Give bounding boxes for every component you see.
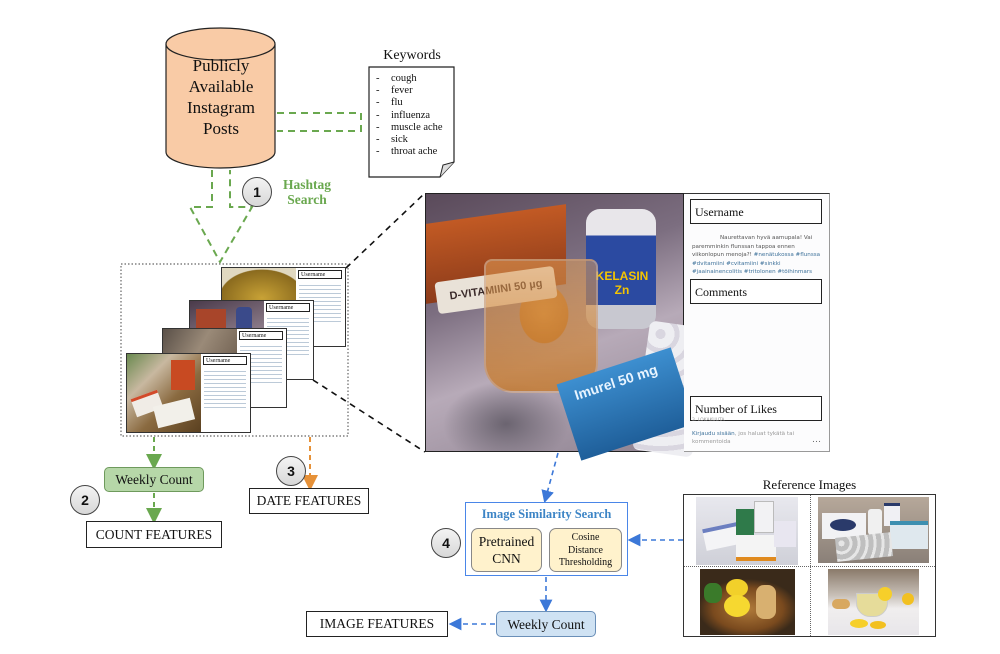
reference-grid-vertical-divider	[810, 495, 811, 636]
post-card-username: Username	[266, 303, 310, 312]
post-sidebar: Username Naurettavan hyvä aamupala! Vai …	[684, 193, 830, 452]
post-card-username: Username	[298, 270, 342, 279]
keyword-item: influenza	[376, 110, 443, 122]
reference-images-grid	[683, 494, 936, 637]
keyword-item: flu	[376, 97, 443, 109]
reference-image-lemons-ginger	[700, 569, 795, 635]
hashtag-line: Hashtag	[282, 177, 331, 192]
photo-jar-label: KELASIN Zn	[595, 269, 649, 297]
cosine-line: Thresholding	[558, 557, 613, 568]
source-line: Instagram	[187, 98, 255, 117]
post-card-caption	[204, 369, 246, 409]
image-features-box: IMAGE FEATURES	[306, 611, 448, 637]
keyword-item: sick	[376, 134, 443, 146]
reference-images-title: Reference Images	[762, 477, 857, 492]
source-line: Posts	[203, 119, 239, 138]
date-features-box: DATE FEATURES	[249, 488, 369, 514]
weekly-count-image-node: Weekly Count	[496, 611, 596, 637]
caption-text: Naurettavan hyvä aamupala! Vai paremmink…	[692, 235, 813, 258]
cosine-threshold-cell: Cosine Distance Thresholding	[549, 528, 622, 572]
cosine-line: Distance	[568, 544, 603, 556]
step-4-badge: 4	[431, 528, 461, 558]
username-field: Username	[690, 199, 822, 224]
post-card[interactable]: Username	[126, 353, 251, 433]
image-similarity-search-title: Image Similarity Search	[481, 507, 612, 521]
login-link[interactable]: Kirjaudu sisään	[692, 431, 735, 437]
keyword-item: cough	[376, 73, 443, 85]
post-caption: Naurettavan hyvä aamupala! Vai paremmink…	[692, 234, 824, 277]
source-line: Publicly	[192, 56, 250, 75]
reference-image-medicine-boxes	[696, 497, 798, 565]
weekly-count-node: Weekly Count	[104, 467, 204, 492]
cnn-line: Pretrained	[478, 534, 535, 549]
step-2-badge: 2	[70, 485, 100, 515]
step-3-badge: 3	[276, 456, 306, 486]
count-features-box: COUNT FEATURES	[86, 521, 222, 548]
post-photo: D-VITAMIINI 50 µg KELASIN Zn Imurel 50 m…	[425, 193, 710, 461]
keywords-title: Keywords	[383, 48, 441, 63]
keywords-list: cough fever flu influenza muscle ache si…	[376, 73, 443, 158]
keywords-link	[277, 112, 362, 132]
source-database-label: Publicly Available Instagram Posts	[166, 55, 276, 139]
zoom-line-top	[345, 192, 426, 269]
caption-hashtags[interactable]: #nenätukossa #flunssa #dvitamiini #cvita…	[692, 252, 821, 275]
image-similarity-search-box: Image Similarity Search Pretrained CNN C…	[465, 502, 628, 576]
hashtag-search-arrow	[188, 170, 254, 265]
post-card-username: Username	[203, 356, 247, 365]
arrow-to-image-search	[541, 452, 559, 504]
step-1-badge: 1	[242, 177, 272, 207]
keyword-item: throat ache	[376, 146, 443, 158]
comments-field: Comments	[690, 279, 822, 304]
cosine-line: Cosine	[571, 532, 600, 543]
pretrained-cnn-cell: Pretrained CNN	[471, 528, 542, 572]
keyword-item: muscle ache	[376, 122, 443, 134]
reference-grid-horizontal-divider	[684, 566, 935, 567]
source-line: Available	[188, 77, 254, 96]
hashtag-line: Search	[287, 192, 327, 207]
photo-glass	[484, 259, 598, 393]
keyword-item: fever	[376, 85, 443, 97]
post-card-username: Username	[239, 331, 283, 340]
login-prompt: Kirjaudu sisään, jos haluat tykätä tai k…	[692, 430, 810, 446]
post-date: 3. LOKAKUUTA	[692, 418, 725, 423]
hashtag-search-label: Hashtag Search	[276, 177, 338, 207]
zoom-line-bottom	[312, 379, 426, 453]
likes-field: Number of Likes	[690, 396, 822, 421]
more-options-icon[interactable]: …	[812, 434, 821, 444]
reference-image-lemon-tea	[828, 569, 919, 635]
cnn-line: CNN	[492, 551, 521, 566]
post-card-photo	[127, 354, 201, 432]
login-rest: , jos haluat tykätä tai kommentoida	[692, 431, 795, 445]
reference-image-pill-blister	[818, 497, 929, 563]
